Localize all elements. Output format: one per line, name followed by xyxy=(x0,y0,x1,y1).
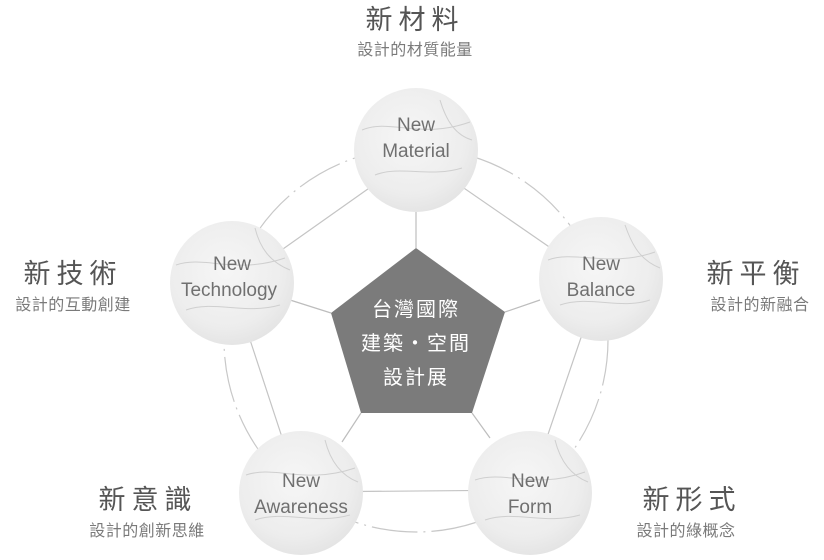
node-balance-line-2: Balance xyxy=(567,280,636,301)
node-technology-line-1: New xyxy=(213,254,251,275)
label-material-subtitle: 設計的材質能量 xyxy=(357,40,473,59)
node-material: New Material xyxy=(354,88,478,212)
label-balance-title: 新平衡 xyxy=(706,259,806,290)
node-awareness: New Awareness xyxy=(239,431,363,555)
node-material-line-1: New xyxy=(397,115,435,136)
label-technology-subtitle: 設計的互動創建 xyxy=(15,295,131,314)
node-balance-line-1: New xyxy=(582,254,620,275)
label-form-subtitle: 設計的綠概念 xyxy=(636,521,736,540)
center-line-3: 設計展 xyxy=(383,365,449,389)
node-material-line-2: Material xyxy=(382,141,450,162)
node-awareness-line-1: New xyxy=(282,471,320,492)
label-awareness-title: 新意識 xyxy=(98,485,198,516)
label-balance-subtitle: 設計的新融合 xyxy=(710,295,810,314)
label-technology-title: 新技術 xyxy=(23,259,123,290)
center-line-2: 建築・空間 xyxy=(361,331,471,355)
center-line-1: 台灣國際 xyxy=(372,297,460,321)
node-form-line-1: New xyxy=(511,471,549,492)
label-awareness-subtitle: 設計的創新思維 xyxy=(89,521,205,540)
node-form: New Form xyxy=(468,431,592,555)
node-balance: New Balance xyxy=(539,217,663,341)
spokes xyxy=(289,212,541,443)
node-technology-line-2: Technology xyxy=(181,280,278,301)
center-pentagon xyxy=(331,248,505,413)
node-technology: New Technology xyxy=(170,221,294,345)
label-material-title: 新材料 xyxy=(365,5,465,36)
label-form-title: 新形式 xyxy=(642,485,742,516)
node-awareness-line-2: Awareness xyxy=(254,497,348,518)
node-form-line-2: Form xyxy=(508,497,552,518)
